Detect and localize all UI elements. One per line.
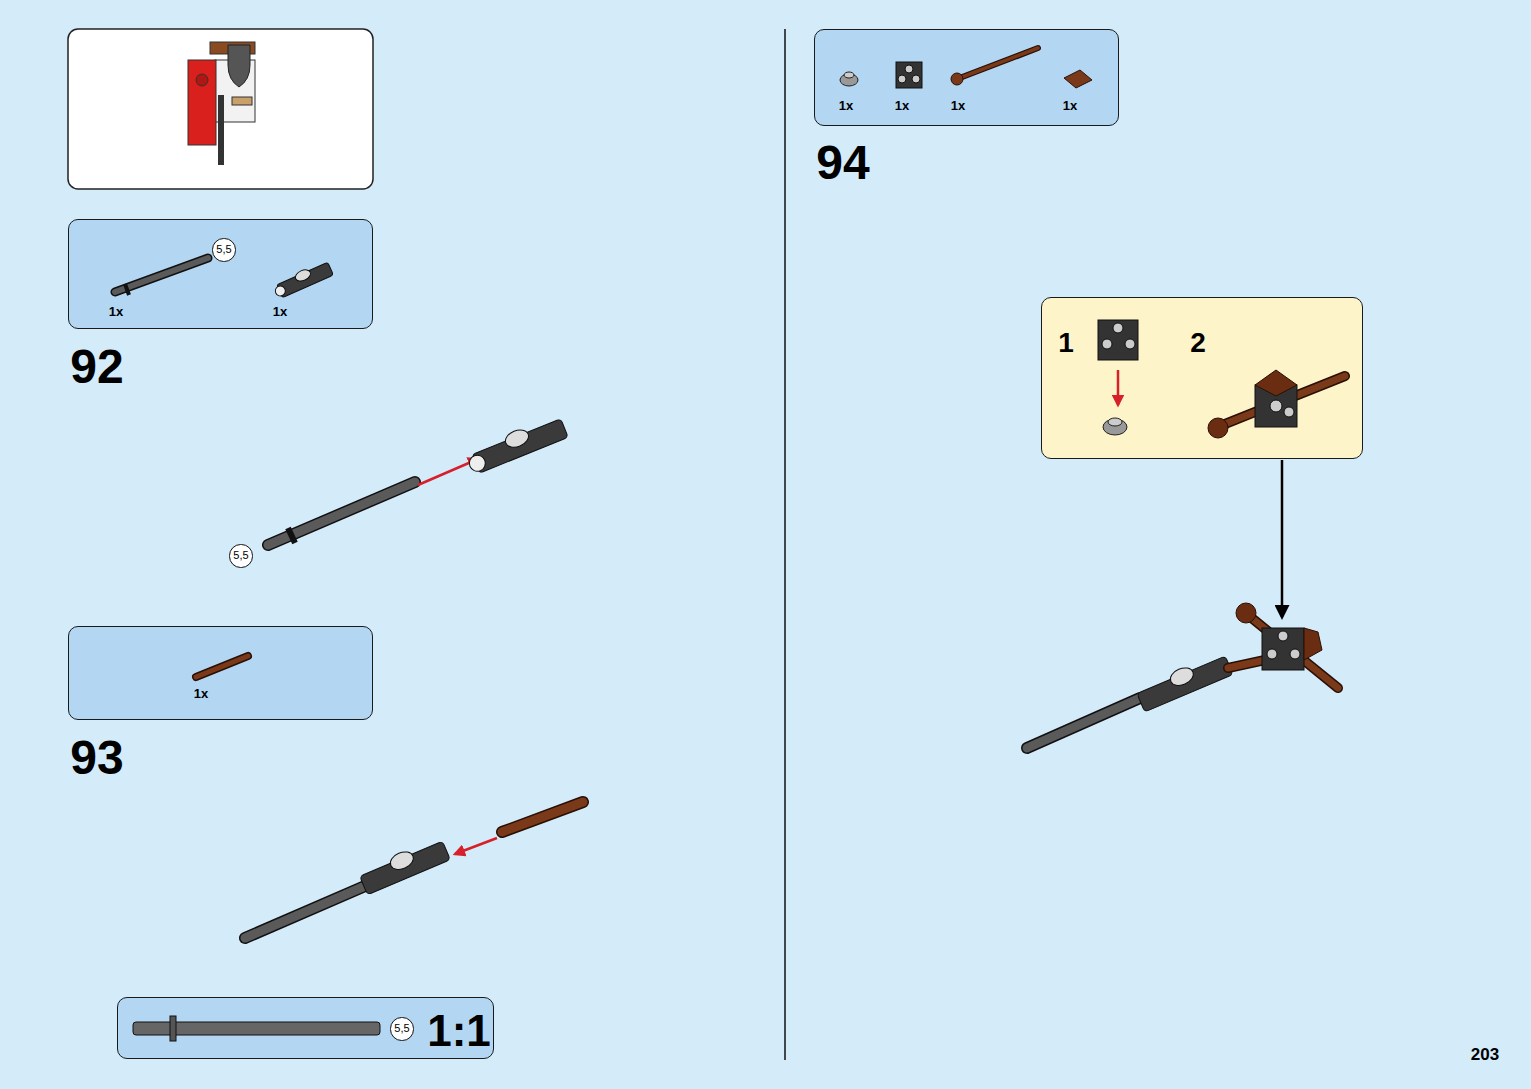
substep-number: 1 bbox=[1058, 329, 1074, 357]
part-count: 1:1 bbox=[427, 1009, 491, 1053]
parts-list-box: 1x 1x 1x 1x bbox=[814, 29, 1119, 126]
substep-box: 12 bbox=[1041, 297, 1363, 459]
step-number: 92 bbox=[70, 343, 123, 391]
part-count: 1x bbox=[895, 99, 909, 112]
part-count: 1x bbox=[839, 99, 853, 112]
page-number: 203 bbox=[1471, 1046, 1499, 1063]
part-count: 1x bbox=[951, 99, 965, 112]
axle-length-badge: 5,5 bbox=[212, 238, 235, 261]
scale-box: 1:1 5,5 bbox=[117, 997, 494, 1059]
part-count: 1x bbox=[194, 687, 208, 700]
substep-number: 2 bbox=[1190, 329, 1206, 357]
parts-list-box: 1x 1x 5,5 bbox=[68, 219, 373, 329]
part-count: 1x bbox=[109, 305, 123, 318]
axle-length-badge: 5,5 bbox=[229, 544, 252, 567]
step-number: 93 bbox=[70, 734, 123, 782]
axle-length-badge: 5,5 bbox=[390, 1017, 413, 1040]
length-number: 5,5 bbox=[216, 244, 231, 255]
length-number: 5,5 bbox=[394, 1023, 409, 1034]
length-number: 5,5 bbox=[233, 550, 248, 561]
step-number: 94 bbox=[816, 139, 869, 187]
part-count: 1x bbox=[1063, 99, 1077, 112]
parts-list-box: 1x bbox=[68, 626, 373, 720]
part-count: 1x bbox=[273, 305, 287, 318]
